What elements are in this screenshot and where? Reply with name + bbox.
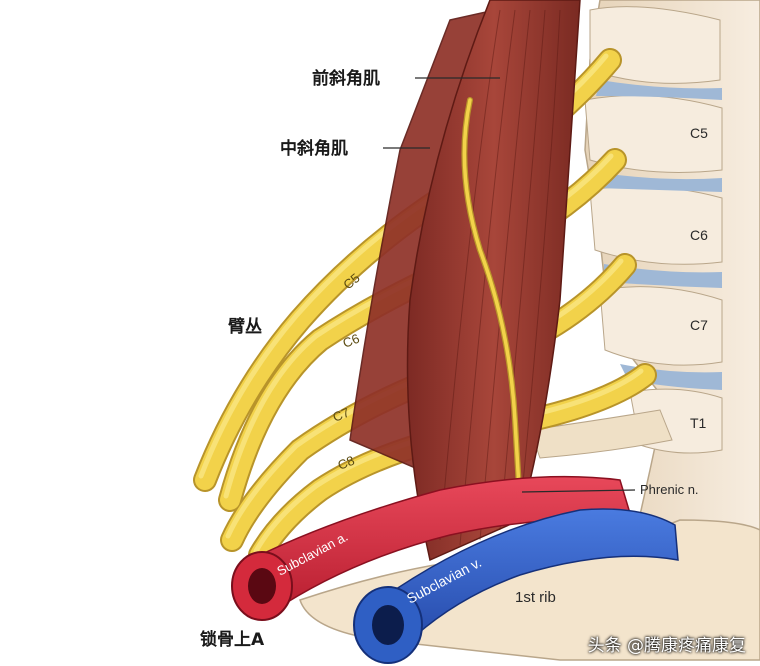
leader-lines — [383, 77, 636, 493]
phrenic-nerve-label: Phrenic n. — [640, 482, 699, 497]
anterior-scalene-muscle — [406, 0, 581, 562]
brachial-plexus-label: 臂丛 — [227, 316, 262, 337]
watermark: 头条 @腾康疼痛康复 — [587, 636, 746, 656]
vertebra-label-c7: C7 — [690, 317, 708, 333]
subclavian-artery: Subclavian a. — [231, 475, 634, 621]
vertebra-label-t1: T1 — [690, 415, 707, 431]
nerve-root-label-c7: C7 — [331, 405, 352, 425]
anterior-scalene-label: 前斜角肌 — [312, 68, 380, 89]
vertebra-label-c6: C6 — [690, 227, 708, 243]
nerve-root-label-c8: C8 — [336, 453, 357, 473]
vertebra-body-c7 — [599, 286, 723, 366]
phrenic-nerve — [461, 97, 523, 508]
vertebra-body-c4 — [589, 6, 721, 84]
middle-scalene-label: 中斜角肌 — [280, 138, 348, 159]
leader-phrenic-nerve — [521, 489, 636, 493]
vertebra-label-c5: C5 — [690, 125, 708, 141]
intervertebral-disc — [596, 80, 722, 100]
vertebra-body-c6 — [589, 185, 723, 265]
nerve-root-label-c6: C6 — [341, 331, 362, 351]
supraclavicular-label: 锁骨上A — [200, 629, 265, 650]
first-rib-label: 1st rib — [515, 589, 556, 606]
intervertebral-disc — [596, 172, 722, 192]
